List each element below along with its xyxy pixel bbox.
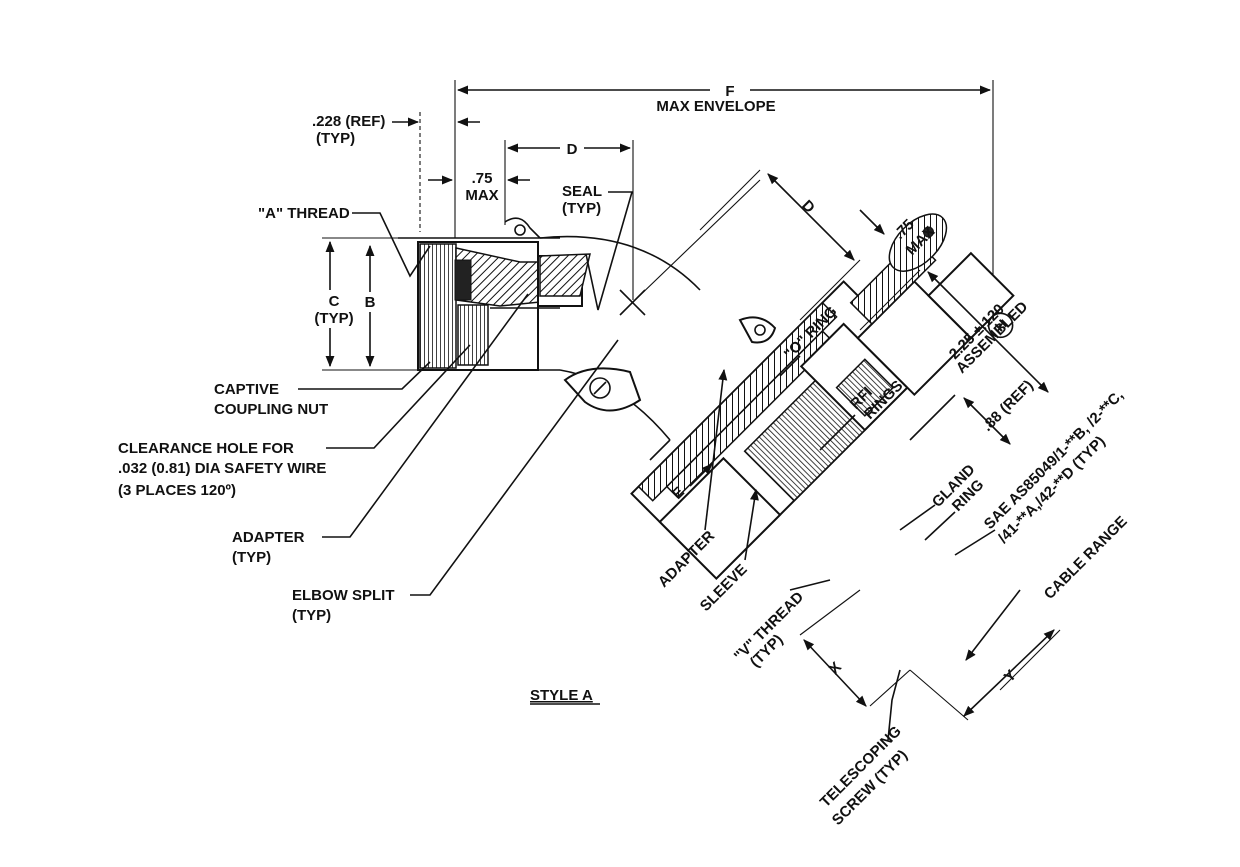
seal-label: SEAL (562, 183, 602, 200)
max-envelope-label: MAX ENVELOPE (656, 98, 775, 115)
adapter-left-label-1: ADAPTER (232, 529, 305, 546)
dimension-f: F MAX ENVELOPE (454, 80, 994, 310)
ref-88-label: .88 (REF) (979, 377, 1037, 435)
dim-y-label: Y (1001, 667, 1020, 686)
clearance-label-3: (3 PLACES 120º) (118, 482, 236, 499)
clearance-label-2: .032 (0.81) DIA SAFETY WIRE (118, 460, 326, 477)
clearance-label-1: CLEARANCE HOLE FOR (118, 440, 294, 457)
dimension-88-ref: .88 (REF) (909, 377, 1037, 445)
dimension-d-top: D (506, 140, 634, 300)
max75-top-value: .75 (472, 170, 493, 187)
captive-label-2: COUPLING NUT (214, 401, 328, 418)
dim-f-label: F (725, 83, 734, 100)
a-thread-callout: "A" THREAD (258, 205, 431, 278)
seal-callout: SEAL (TYP) (562, 183, 634, 311)
adapter-left-callout: ADAPTER (TYP) (232, 293, 529, 566)
cable-dimensions: CABLE RANGE Y X (799, 513, 1131, 721)
dimension-075-top: .75 MAX (428, 140, 530, 225)
ref-228-typ-label: (TYP) (316, 130, 355, 147)
telescoping-callout: TELESCOPING SCREW (TYP) (817, 669, 911, 829)
dim-c-label: C (329, 293, 340, 310)
dim-d-top-label: D (567, 141, 578, 158)
a-thread-label: "A" THREAD (258, 205, 350, 222)
max75-top-max: MAX (465, 187, 498, 204)
clearance-hole-callout: CLEARANCE HOLE FOR .032 (0.81) DIA SAFET… (118, 344, 471, 499)
seal-typ-label: (TYP) (562, 200, 601, 217)
cable-range-label: CABLE RANGE (1041, 513, 1131, 603)
dim-d-diag-label: D (798, 197, 818, 217)
captive-coupling-callout: CAPTIVE COUPLING NUT (214, 361, 431, 418)
elbow-body (539, 179, 761, 441)
elbow-split-callout: ELBOW SPLIT (TYP) (292, 339, 619, 624)
elbow-split-label-2: (TYP) (292, 607, 331, 624)
captive-label-1: CAPTIVE (214, 381, 279, 398)
dimension-228-ref: .228 (REF) (TYP) (312, 112, 480, 232)
adapter-left-label-2: (TYP) (232, 549, 271, 566)
dimension-c-b: C (TYP) B (310, 237, 420, 371)
dim-c-typ: (TYP) (314, 310, 353, 327)
dim-x-label: X (826, 659, 845, 678)
elbow-split-label-1: ELBOW SPLIT (292, 587, 395, 604)
style-caption: STYLE A (530, 687, 593, 704)
ref-228-label: .228 (REF) (312, 113, 385, 130)
dim-b-label: B (365, 294, 376, 311)
coupling-nut-assembly (398, 217, 591, 371)
